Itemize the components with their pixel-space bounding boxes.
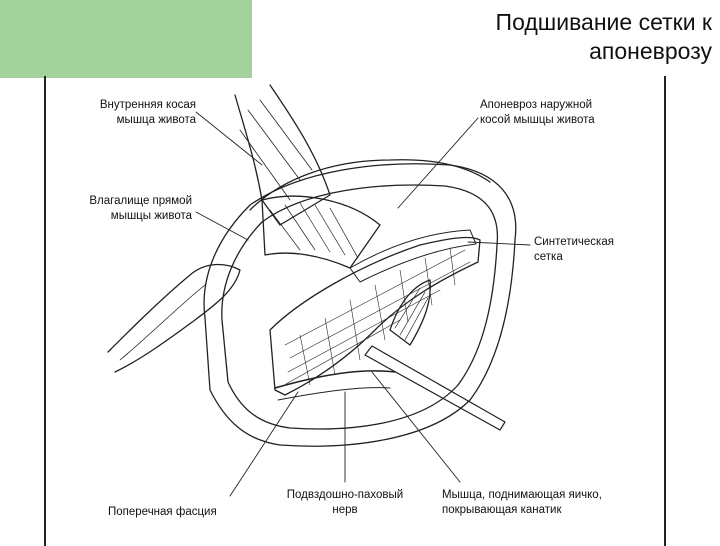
label-ilioinguinal-nerve: Подвздошно-паховый нерв	[270, 488, 420, 518]
slide-title-line-1: Подшивание сетки к	[495, 9, 712, 35]
incision-outline	[203, 163, 517, 447]
spermatic-cord-inner	[119, 284, 206, 361]
slide-title: Подшивание сетки к апоневрозу	[352, 8, 712, 66]
label-rectus-sheath-line-1: Влагалище прямой	[89, 195, 192, 207]
label-rectus-sheath: Влагалище прямой мышцы живота	[62, 194, 192, 224]
retractor-instrument	[364, 345, 506, 431]
label-external-oblique-line-1: Апоневроз наружной	[480, 99, 593, 111]
label-internal-oblique: Внутренняя косая мышца живота	[78, 98, 196, 128]
label-synthetic-mesh-line-2: сетка	[534, 251, 563, 263]
decorative-green-block	[0, 0, 252, 78]
cremaster-bundle	[389, 279, 431, 346]
label-external-oblique-aponeurosis: Апоневроз наружной косой мышцы живота	[480, 98, 640, 128]
rectus-sheath-hatching	[269, 202, 359, 259]
label-cremaster-muscle-line-1: Мышца, поднимающая яичко,	[442, 489, 602, 501]
label-internal-oblique-line-2: мышца живота	[116, 114, 196, 126]
label-rectus-sheath-line-2: мышцы живота	[110, 210, 192, 222]
transverse-fascia-edge	[277, 387, 391, 401]
mesh-upper-edge	[349, 229, 477, 283]
label-synthetic-mesh-line-1: Синтетическая	[534, 236, 614, 248]
label-internal-oblique-line-1: Внутренняя косая	[99, 99, 196, 111]
figure-frame	[44, 76, 666, 546]
label-external-oblique-line-2: косой мышцы живота	[480, 114, 595, 126]
label-cremaster-muscle: Мышца, поднимающая яичко, покрывающая ка…	[442, 488, 652, 518]
slide-title-line-2: апоневрозу	[589, 38, 712, 64]
spermatic-cord	[107, 263, 241, 373]
label-ilioinguinal-nerve-line-2: нерв	[332, 504, 358, 516]
leader-lines	[195, 111, 531, 497]
internal-oblique-muscle	[234, 84, 331, 226]
cremaster-bundle-fibers	[394, 287, 429, 341]
label-transverse-fascia: Поперечная фасция	[108, 505, 248, 520]
label-ilioinguinal-nerve-line-1: Подвздошно-паховый	[286, 489, 404, 501]
rectus-sheath-area	[261, 195, 381, 269]
label-transverse-fascia-line-1: Поперечная фасция	[108, 506, 217, 518]
mesh-lower-edge	[274, 370, 396, 389]
upper-tissue-flap	[249, 159, 491, 211]
internal-oblique-fibers	[239, 99, 313, 201]
synthetic-mesh	[269, 236, 481, 396]
label-cremaster-muscle-line-2: покрывающая канатик	[442, 504, 562, 516]
label-synthetic-mesh: Синтетическая сетка	[534, 235, 644, 265]
mesh-grid	[284, 247, 471, 386]
